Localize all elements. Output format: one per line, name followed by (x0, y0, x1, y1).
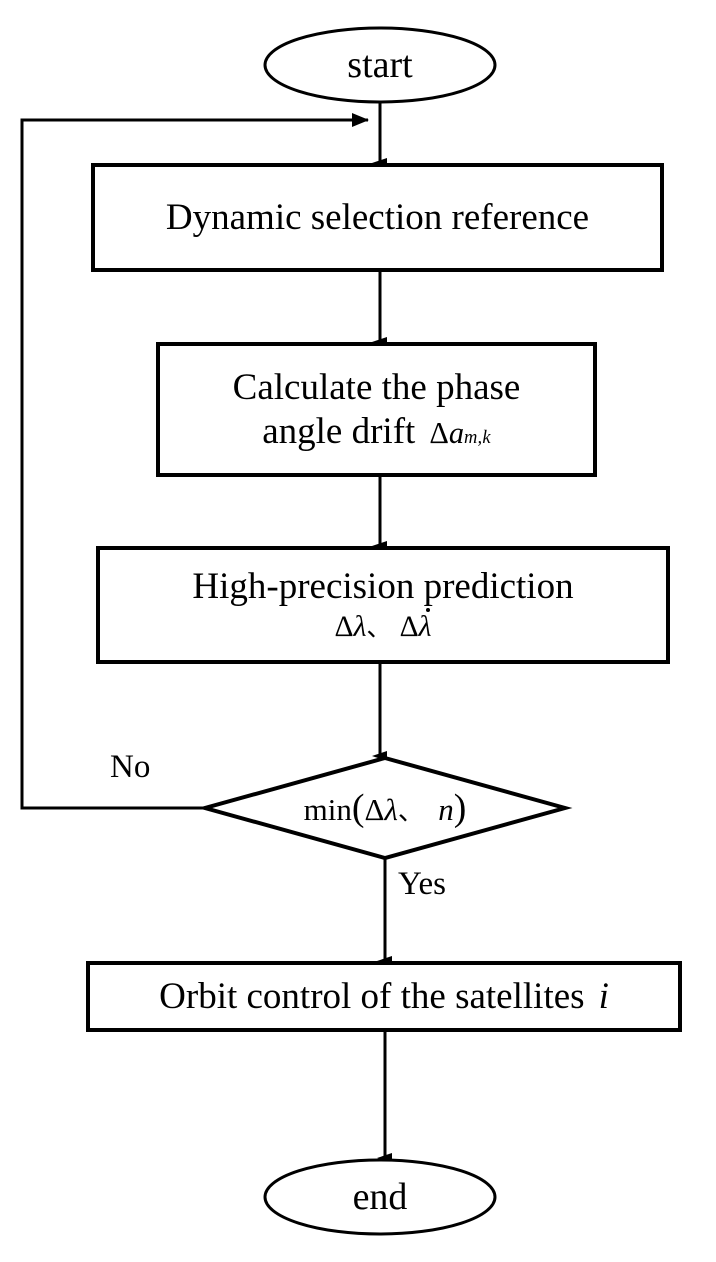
end-terminal-shape (263, 1158, 497, 1236)
start-terminal-shape (263, 26, 497, 104)
edge-no-feedback-loop (20, 113, 369, 810)
orbit-control-box-shape (86, 961, 682, 1032)
decision-diamond-shape (197, 755, 573, 861)
calculate-drift-box-shape (156, 342, 597, 477)
high-precision-box-shape (96, 546, 670, 664)
dynamic-selection-box-shape (91, 163, 664, 272)
